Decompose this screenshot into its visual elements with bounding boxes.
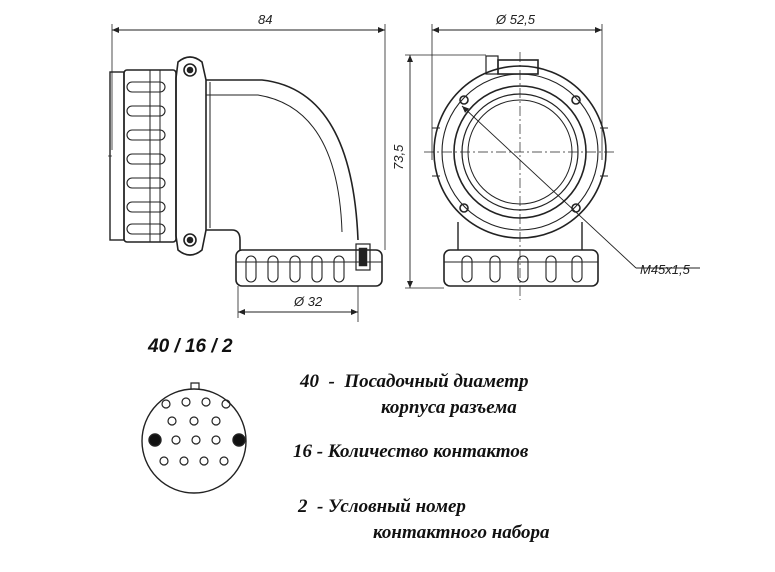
legend-text-line1: Условный номер — [328, 496, 466, 517]
designation-code: 40 / 16 / 2 — [148, 336, 233, 357]
front-view — [405, 24, 700, 300]
legend-item-contacts: 16 - Количество контактов — [293, 441, 528, 463]
legend-item-set-number-cont: контактного набора — [373, 522, 549, 544]
legend-dash: - — [316, 441, 324, 462]
legend-number: 40 — [300, 371, 319, 392]
dim-diameter-label: Ø 52,5 — [495, 12, 536, 27]
legend-number: 2 — [298, 496, 308, 517]
thread-leader — [461, 105, 637, 269]
legend-item-diameter: 40 - Посадочный диаметр — [300, 371, 528, 393]
legend-dash: - — [317, 496, 324, 517]
legend-item-diameter-cont: корпуса разъема — [381, 397, 517, 419]
legend-item-set-number: 2 - Условный номер — [298, 496, 466, 518]
dim-height-label: 73,5 — [391, 144, 406, 170]
legend-dash: - — [328, 371, 335, 392]
legend-text-line2: контактного набора — [373, 522, 550, 543]
thread-label: M45x1,5 — [640, 262, 691, 277]
dim-length-label: 84 — [258, 12, 272, 27]
legend-text-line1: Посадочный диаметр — [344, 371, 529, 392]
dim-outlet-label: Ø 32 — [293, 294, 323, 309]
legend-number: 16 — [293, 441, 312, 462]
legend-text-line1: Количество контактов — [327, 441, 529, 462]
pin-layout — [141, 382, 247, 494]
legend-text-line2: корпуса разъема — [381, 397, 517, 418]
side-view — [108, 24, 386, 322]
